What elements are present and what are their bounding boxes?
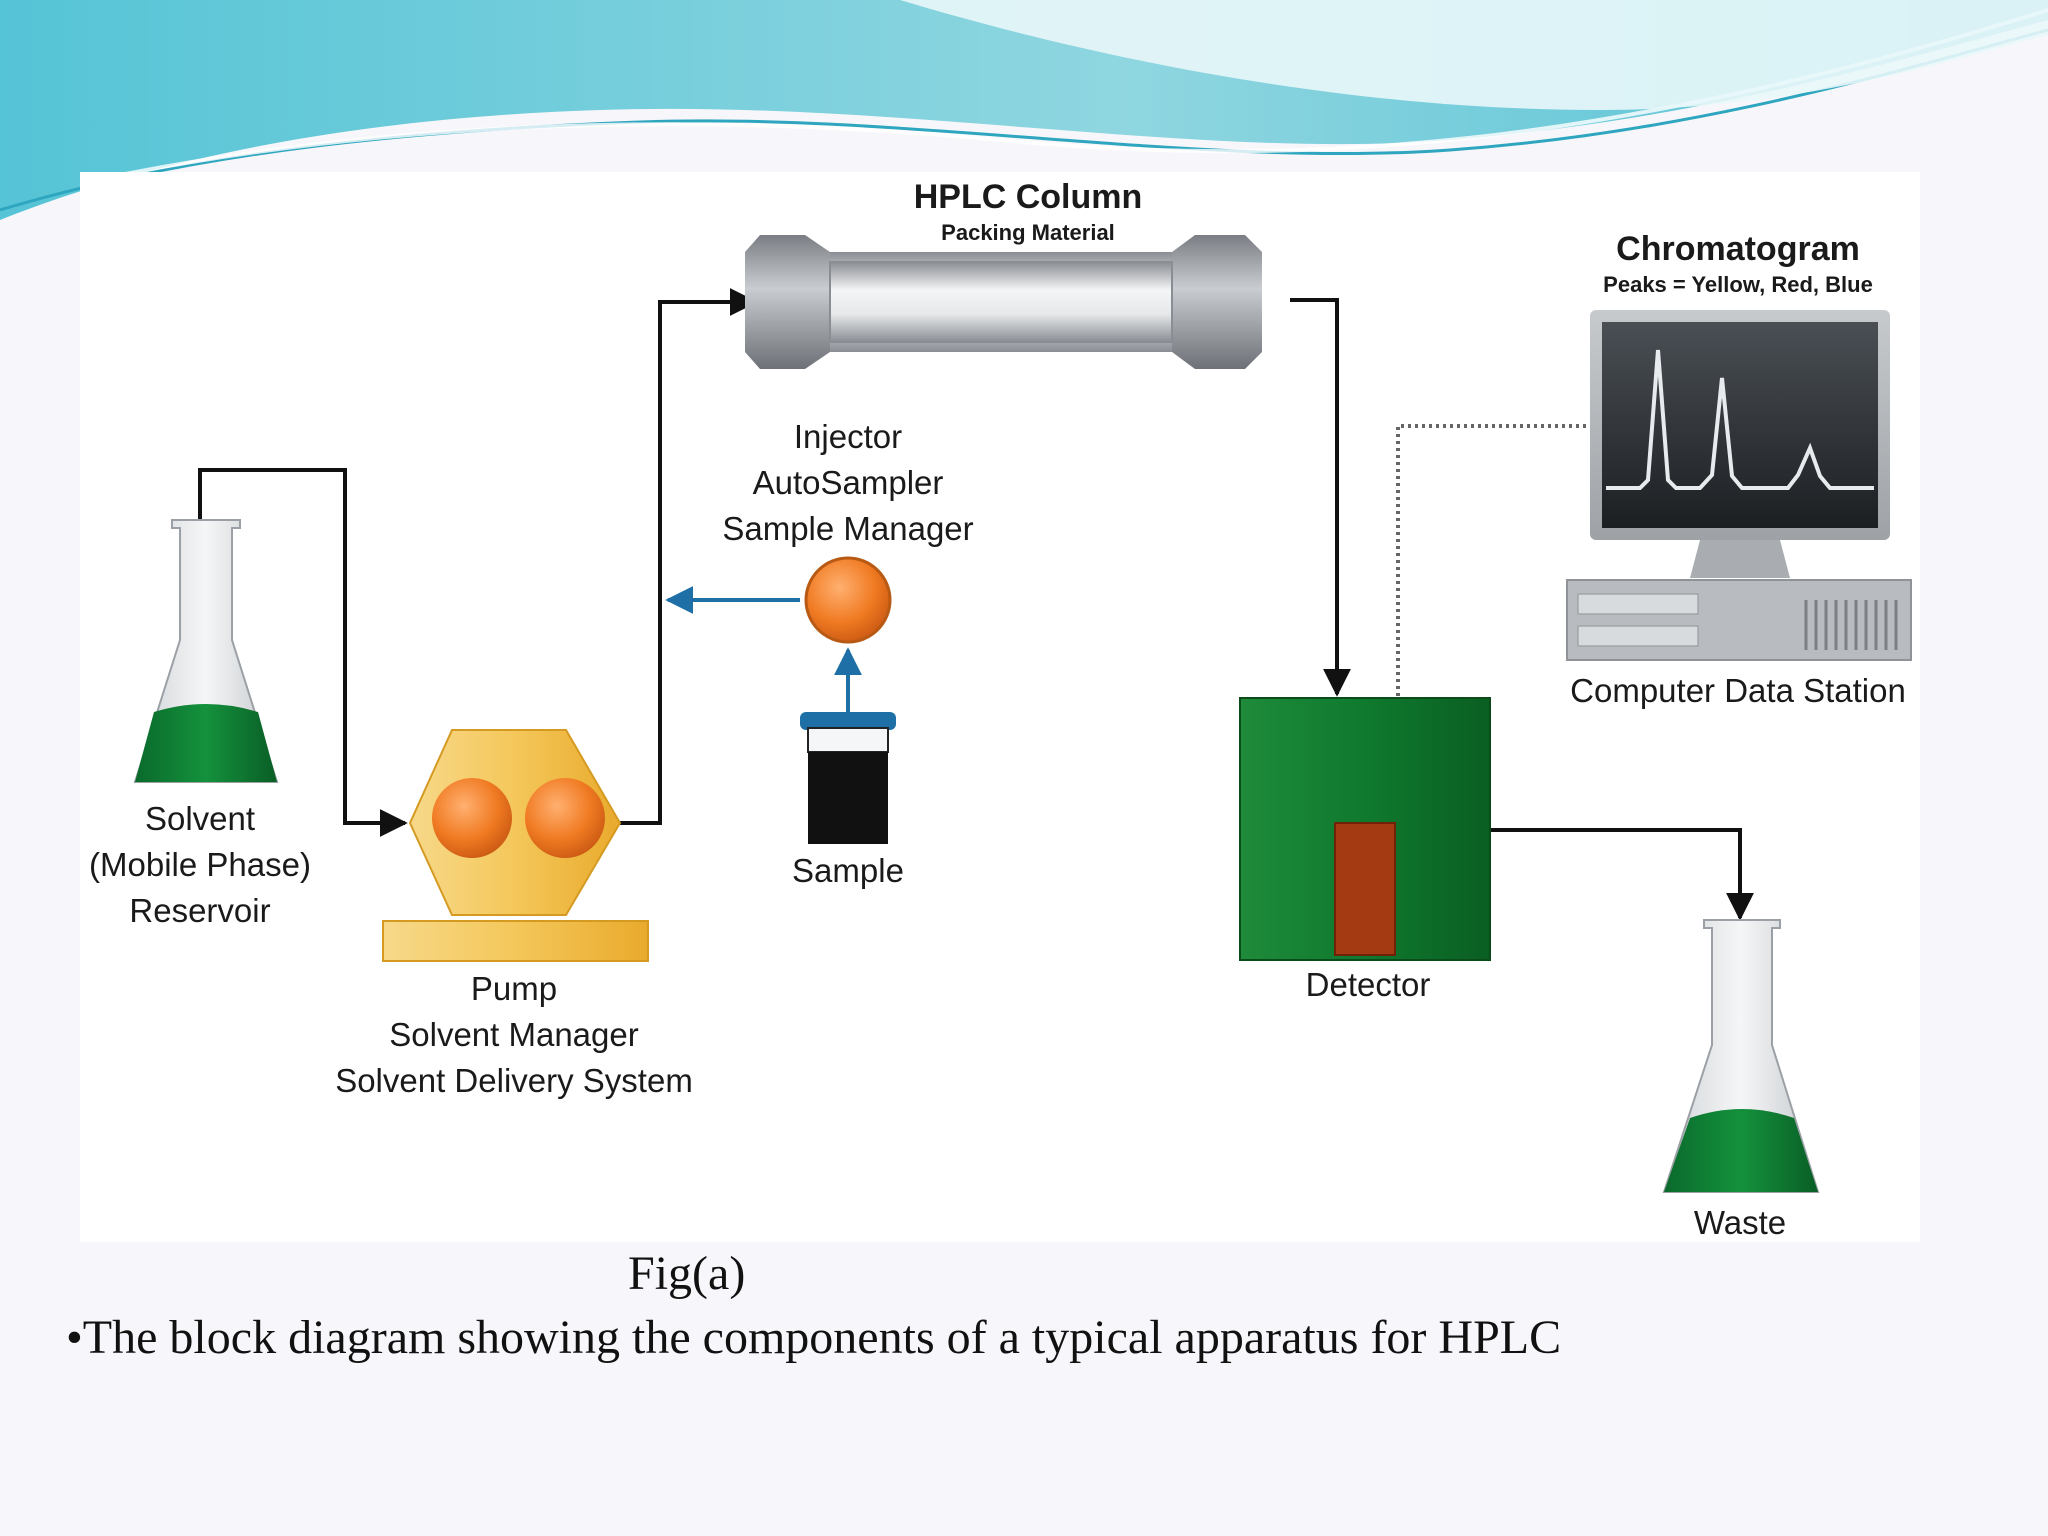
detector-label: Detector — [1306, 966, 1431, 1003]
pump — [382, 729, 649, 962]
chromatogram-subtitle: Peaks = Yellow, Red, Blue — [1603, 272, 1873, 297]
figure-caption: Fig(a) — [628, 1247, 746, 1300]
sample-vial — [800, 712, 896, 844]
computer-data-station — [1566, 310, 1912, 661]
column-subtitle: Packing Material — [941, 220, 1115, 245]
monitor-stand — [1690, 540, 1790, 578]
waste-flask — [1662, 919, 1820, 1193]
header-wave — [0, 0, 2048, 220]
computer-label: Computer Data Station — [1570, 672, 1906, 709]
injector-line-2: AutoSampler — [753, 464, 944, 501]
solvent-reservoir-flask — [133, 519, 279, 783]
detector — [1239, 697, 1491, 961]
column-title: HPLC Column — [914, 178, 1143, 216]
hplc-column — [745, 235, 1262, 369]
sample-label: Sample — [792, 852, 904, 889]
flow-lines — [198, 288, 1754, 921]
reservoir-line-2: (Mobile Phase) — [89, 846, 311, 883]
pump-line-1: Pump — [471, 970, 557, 1007]
injector-valve — [804, 556, 892, 644]
cpu-case — [1566, 579, 1912, 661]
detector-cell — [1334, 822, 1396, 956]
pump-head-right — [525, 778, 605, 858]
pump-line-3: Solvent Delivery System — [335, 1062, 693, 1099]
column-to-detector-line — [1290, 298, 1351, 697]
chromatogram-title: Chromatogram — [1616, 230, 1860, 268]
injector-line-1: Injector — [794, 418, 902, 455]
reservoir-line-3: Reservoir — [129, 892, 270, 929]
waste-label: Waste — [1694, 1204, 1786, 1241]
injector-line-3: Sample Manager — [722, 510, 973, 547]
pump-line-2: Solvent Manager — [389, 1016, 638, 1053]
detector-to-waste-line — [1490, 828, 1754, 921]
chromatogram-trace — [1606, 349, 1874, 490]
monitor-screen — [1602, 322, 1878, 528]
pump-base — [382, 920, 649, 962]
pump-to-column-line — [620, 288, 758, 825]
description-bullet: •The block diagram showing the component… — [66, 1311, 1562, 1364]
reservoir-line-1: Solvent — [145, 800, 255, 837]
pump-head-left — [432, 778, 512, 858]
